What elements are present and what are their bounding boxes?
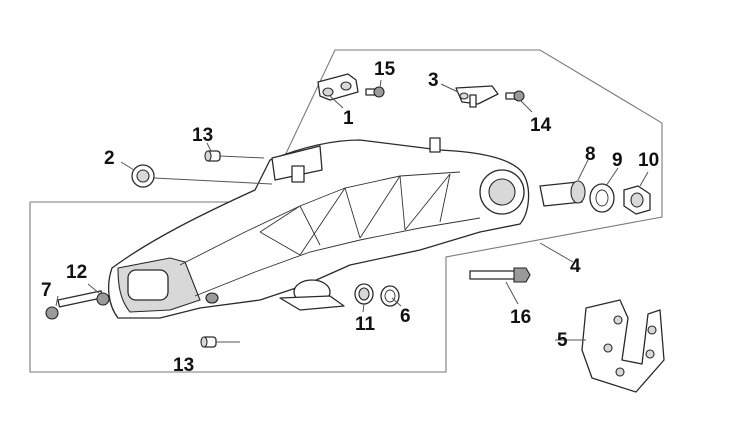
callout-12: 12: [66, 262, 87, 283]
callout-13-lower: 13: [173, 355, 194, 376]
callout-11: 11: [355, 314, 376, 335]
part-12-nut: [96, 292, 110, 306]
callout-10: 10: [638, 150, 659, 171]
callout-14: 14: [530, 115, 552, 136]
part-11-bearing: [354, 283, 374, 305]
part-13-collar-lower: [200, 336, 217, 348]
callout-7: 7: [41, 280, 52, 301]
part-15-bolt: [365, 86, 385, 98]
part-1-clip: [317, 73, 359, 101]
callout-15: 15: [374, 59, 396, 80]
callout-16: 16: [510, 307, 531, 328]
part-16-bolt: [469, 267, 531, 283]
part-2-seal: [131, 164, 155, 188]
callout-1: 1: [343, 108, 354, 129]
swing-arm: [107, 137, 530, 319]
part-14-bolt: [505, 90, 525, 102]
callout-4: 4: [570, 256, 581, 277]
leader-lines: [55, 79, 649, 343]
callout-13-upper: 13: [192, 125, 213, 146]
part-9-washer: [589, 183, 615, 213]
part-6-seal: [380, 285, 400, 307]
callout-2: 2: [104, 148, 115, 169]
callout-3: 3: [428, 70, 439, 91]
part-7-bolt: [45, 290, 104, 320]
callout-8: 8: [585, 144, 596, 165]
assembly-boundary: [29, 49, 663, 373]
part-5-bracket: [581, 299, 665, 393]
part-10-nut: [623, 185, 651, 215]
part-13-collar-upper: [204, 150, 221, 162]
part-8-bushing: [539, 180, 586, 207]
callout-6: 6: [400, 306, 411, 327]
part-3-bracket: [455, 85, 499, 108]
callout-9: 9: [612, 150, 623, 171]
callout-5: 5: [557, 330, 568, 351]
